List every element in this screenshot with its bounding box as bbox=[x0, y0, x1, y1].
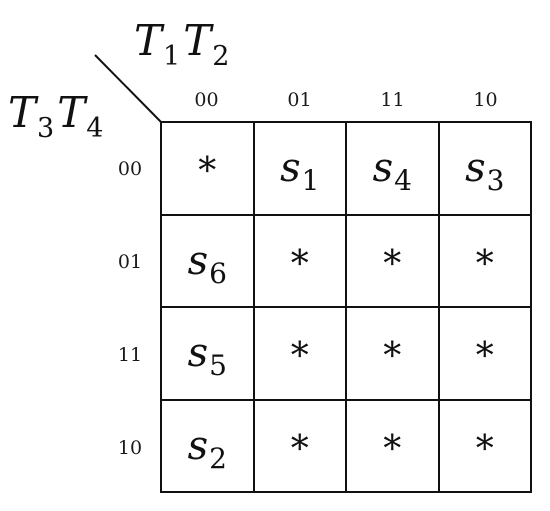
map-cell: * bbox=[162, 123, 255, 216]
cell-subscript: 6 bbox=[209, 256, 227, 290]
map-cell: * bbox=[254, 308, 347, 401]
row-code: 11 bbox=[117, 344, 143, 366]
column-code: 10 bbox=[473, 89, 498, 111]
cell-subscript: 4 bbox=[394, 164, 412, 198]
map-cell: * bbox=[347, 308, 440, 401]
cell-symbol: s bbox=[280, 145, 301, 192]
cell-symbol: * bbox=[290, 428, 309, 470]
map-cell: * bbox=[347, 215, 440, 308]
row-variable-subscript: 3 bbox=[37, 113, 55, 144]
cell-subscript: 5 bbox=[209, 349, 227, 383]
column-code: 11 bbox=[380, 89, 405, 111]
row-code: 01 bbox=[117, 251, 143, 273]
row-variable-name: T bbox=[57, 88, 86, 137]
cell-symbol: s bbox=[187, 237, 209, 284]
cell-subscript: 2 bbox=[209, 441, 227, 475]
cell-symbol: * bbox=[383, 336, 402, 378]
map-cell: * bbox=[439, 400, 532, 493]
row-code: 10 bbox=[117, 437, 143, 459]
cell-symbol: * bbox=[475, 336, 494, 378]
cell-symbol: * bbox=[383, 428, 402, 470]
column-variable-subscript: 1 bbox=[163, 41, 181, 72]
cell-subscript: 1 bbox=[301, 164, 320, 198]
cell-symbol: * bbox=[290, 336, 309, 378]
column-code: 01 bbox=[287, 89, 312, 111]
cell-symbol: * bbox=[198, 151, 217, 193]
map-cell: * bbox=[439, 308, 532, 401]
column-variable-name: T bbox=[183, 16, 212, 65]
map-cell: * bbox=[347, 400, 440, 493]
cell-symbol: s bbox=[372, 145, 394, 192]
map-cell: * bbox=[439, 215, 532, 308]
cell-symbol: * bbox=[290, 243, 309, 285]
cell-symbol: s bbox=[187, 422, 209, 469]
column-variable-name: T bbox=[134, 16, 163, 65]
row-code: 00 bbox=[117, 158, 143, 180]
row-variables-label: T3T4 bbox=[8, 92, 106, 143]
map-cell: * bbox=[254, 215, 347, 308]
cell-symbol: s bbox=[187, 330, 209, 377]
cell-symbol: * bbox=[475, 428, 494, 470]
column-variables-label: T1T2 bbox=[134, 20, 232, 71]
cell-symbol: s bbox=[465, 145, 486, 192]
column-variable-subscript: 2 bbox=[212, 41, 230, 72]
cell-subscript: 3 bbox=[486, 164, 505, 198]
cell-symbol: * bbox=[383, 243, 402, 285]
row-variable-name: T bbox=[8, 88, 37, 137]
map-cell: * bbox=[254, 400, 347, 493]
row-variable-subscript: 4 bbox=[86, 113, 104, 144]
cell-symbol: * bbox=[475, 243, 494, 285]
column-code: 00 bbox=[194, 89, 219, 111]
